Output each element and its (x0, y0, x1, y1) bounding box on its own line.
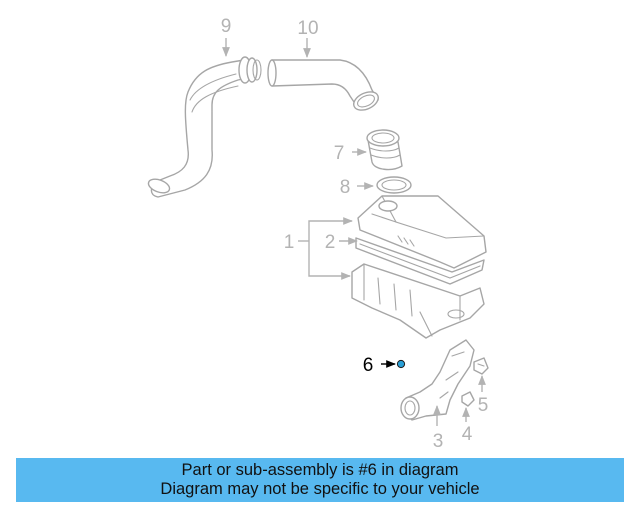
callout-9[interactable]: 9 (221, 16, 232, 37)
part-5-grommet (473, 357, 489, 375)
leader-lines (222, 38, 486, 426)
part-2-filter-element (355, 237, 485, 285)
callout-5[interactable]: 5 (478, 395, 489, 416)
callout-8[interactable]: 8 (340, 177, 351, 198)
callout-7[interactable]: 7 (334, 143, 345, 164)
parts-diagram: 9 10 7 8 1 2 6 5 4 3 (147, 16, 489, 452)
callout-4[interactable]: 4 (462, 424, 473, 445)
info-banner: Part or sub-assembly is #6 in diagram Di… (16, 458, 624, 502)
callout-6[interactable]: 6 (363, 355, 374, 376)
part-9-intake-hose (147, 56, 262, 198)
part-6-highlighted[interactable] (396, 359, 406, 369)
banner-line-2: Diagram may not be specific to your vehi… (160, 480, 480, 498)
callout-2[interactable]: 2 (325, 232, 336, 253)
part-1-lower-housing (351, 263, 485, 339)
part-4-clip (461, 391, 475, 407)
air-cleaner-lid (357, 195, 487, 269)
callout-1[interactable]: 1 (284, 232, 295, 253)
part-8-gasket (376, 176, 412, 194)
banner-line-1: Part or sub-assembly is #6 in diagram (181, 461, 459, 479)
part-7-coupler (366, 129, 403, 171)
callout-3[interactable]: 3 (433, 431, 444, 452)
part-10-inlet-duct (267, 59, 379, 111)
callout-10[interactable]: 10 (297, 18, 318, 39)
part-3-lower-duct (400, 339, 475, 421)
